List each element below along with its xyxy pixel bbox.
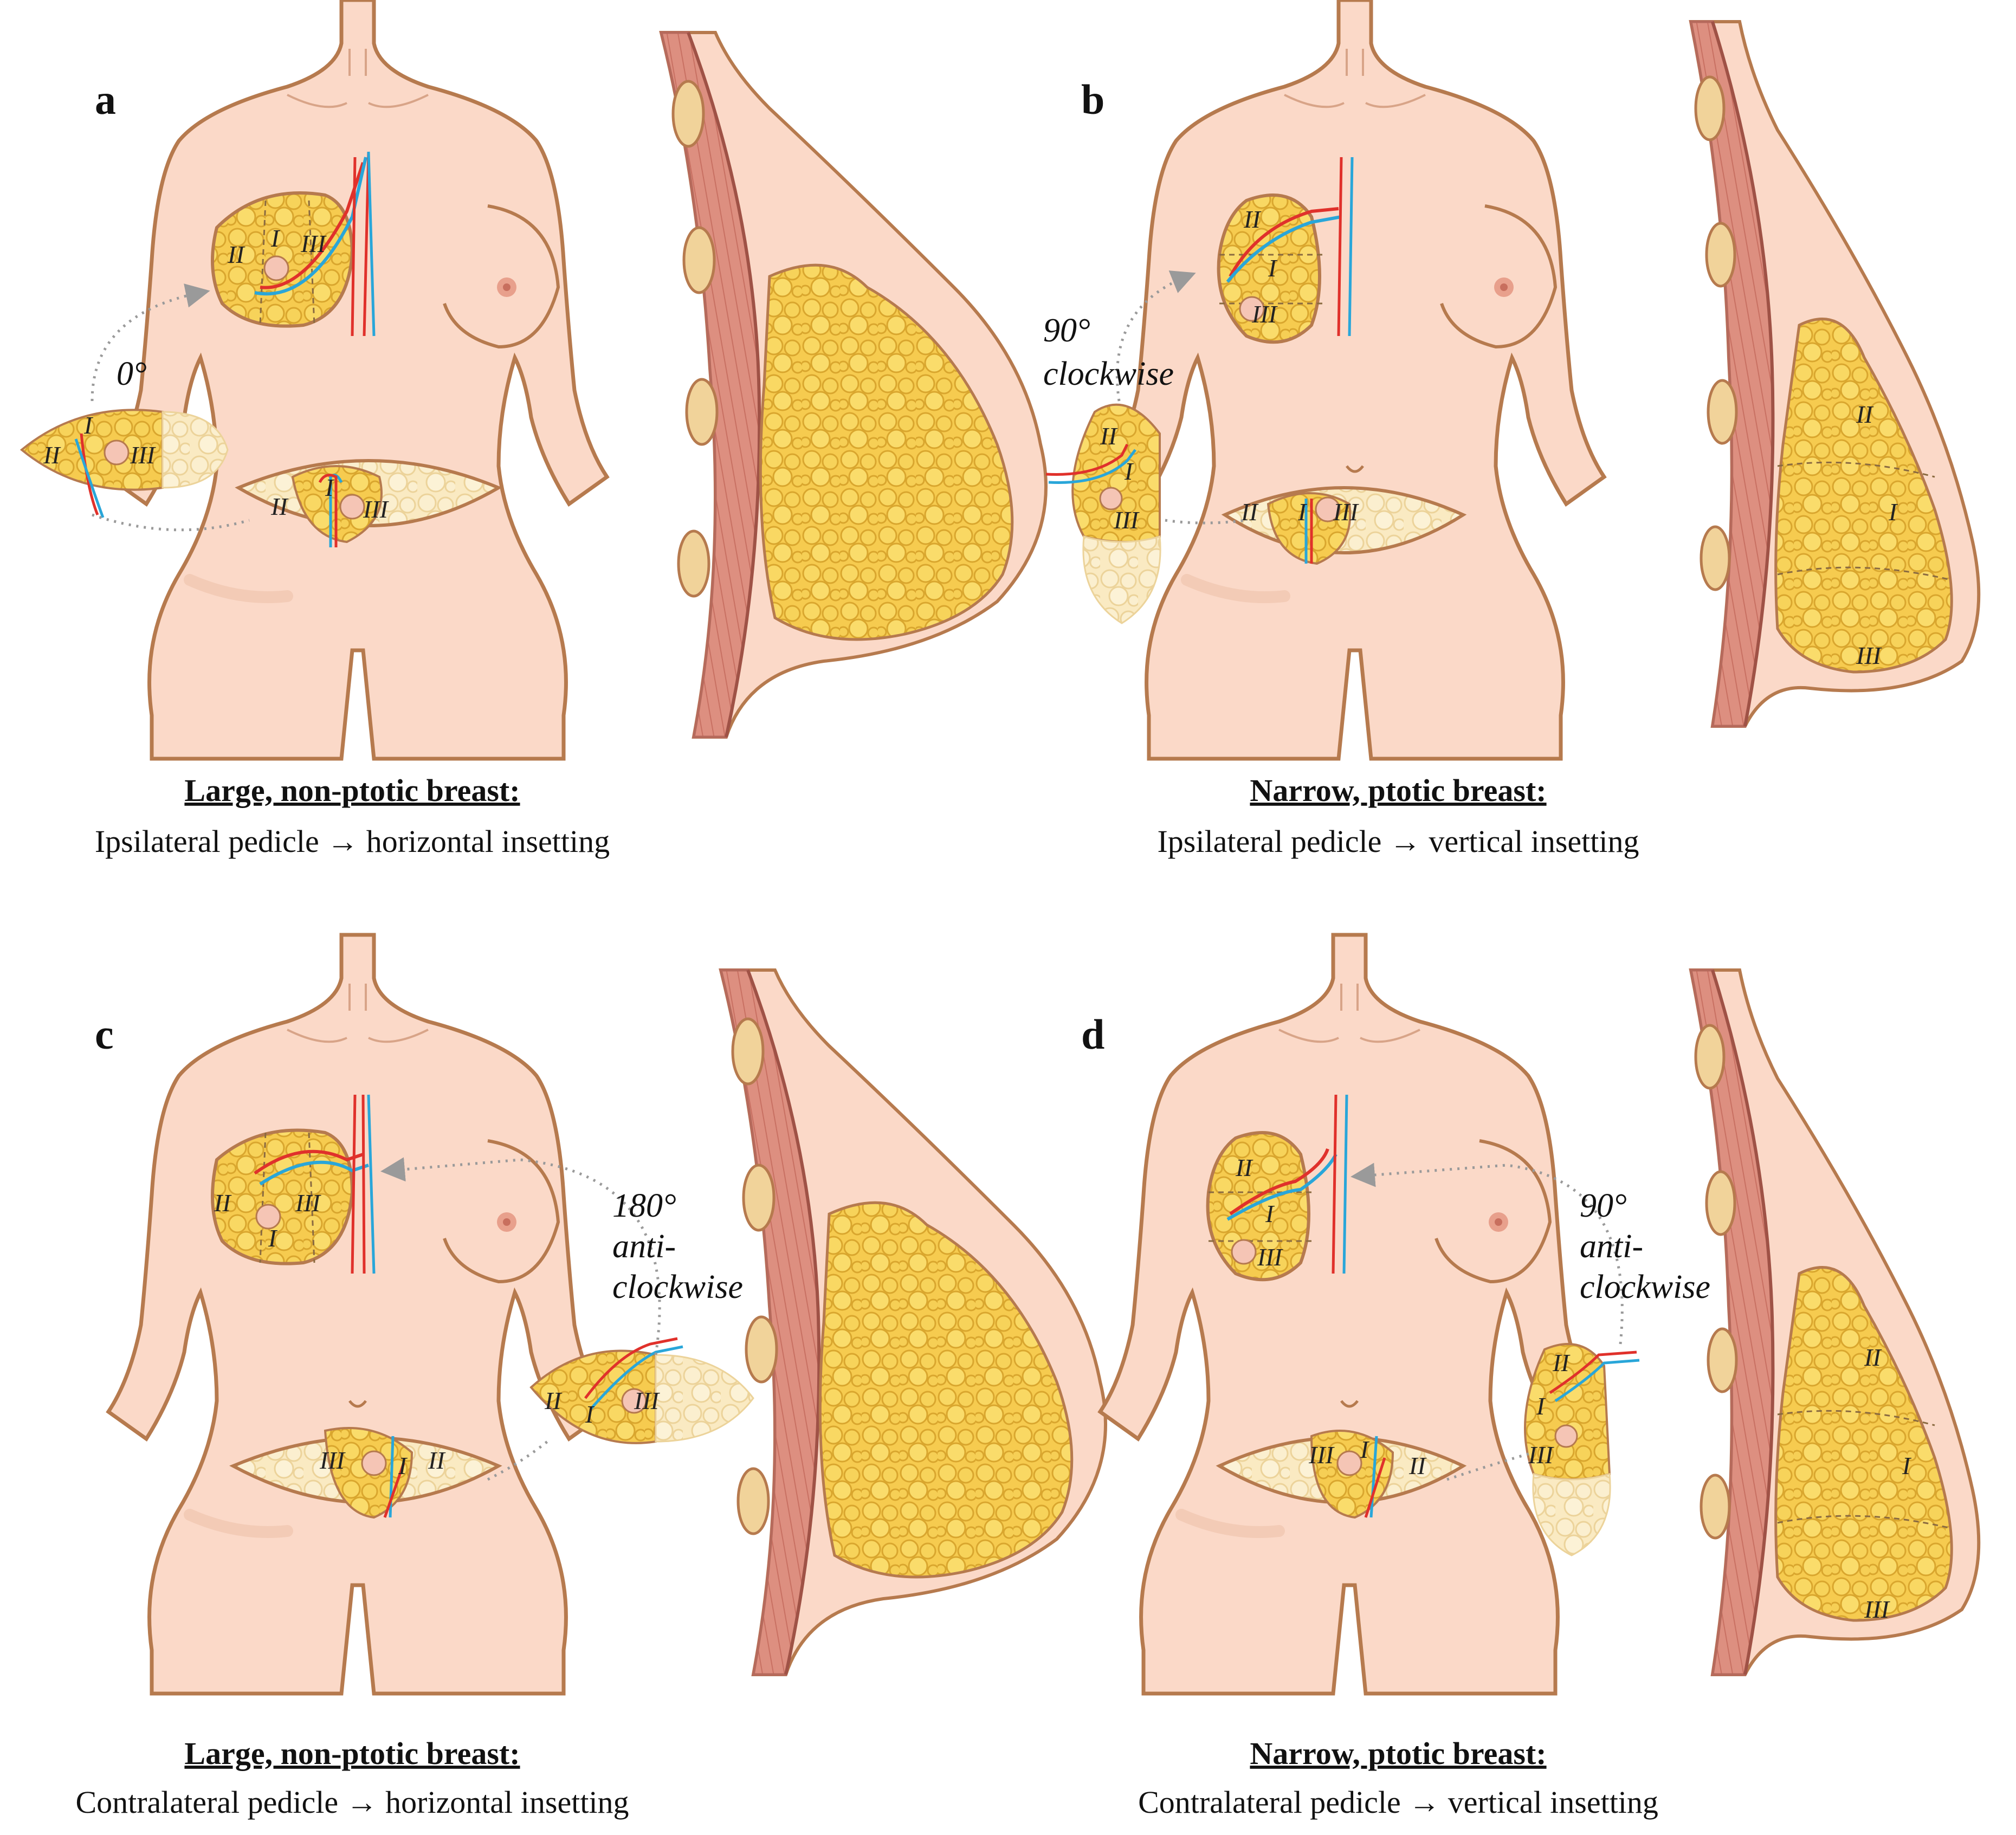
zone-label: III	[1308, 1441, 1335, 1469]
panel-b: b II I III II I III	[1043, 0, 1979, 859]
zone-label: II	[544, 1387, 563, 1414]
zone-label: I	[1124, 457, 1134, 485]
zone-label: I	[1268, 254, 1278, 282]
zone-label: I	[1297, 498, 1308, 526]
caption-text: Contralateral pedicle → vertical insetti…	[1138, 1785, 1658, 1820]
zone-label: III	[1856, 642, 1883, 669]
zone-label: III	[1528, 1441, 1555, 1469]
zone-label: III	[300, 230, 327, 257]
profile-view: II I III	[1691, 22, 1979, 726]
harvested-flap: II I III	[1524, 1343, 1640, 1556]
panel-letter: d	[1081, 1011, 1104, 1058]
rotation-label: clockwise	[612, 1269, 743, 1306]
zone-label: II	[270, 493, 289, 520]
rotation-label: clockwise	[1580, 1269, 1710, 1306]
zone-label: I	[1902, 1452, 1912, 1479]
zone-label: II	[1856, 400, 1874, 428]
rotation-label: clockwise	[1043, 356, 1174, 392]
abdominal-donor-site: III I II	[229, 1427, 502, 1519]
zone-label: III	[1251, 300, 1278, 328]
zone-label: II	[1235, 1154, 1253, 1181]
zone-label: III	[319, 1446, 346, 1474]
caption-text: Ipsilateral pedicle → vertical insetting	[1157, 824, 1639, 859]
panel-c: c II III I III I II	[75, 935, 1106, 1820]
panel-letter: b	[1081, 76, 1104, 123]
zone-label: II	[214, 1189, 232, 1217]
caption-text: Contralateral pedicle → horizontal inset…	[75, 1785, 629, 1820]
panel-letter: a	[95, 76, 116, 123]
rotation-label: 180°	[612, 1187, 676, 1224]
zone-label: I	[325, 474, 335, 501]
harvested-flap: II I III	[529, 1337, 754, 1444]
zone-label: II	[1100, 422, 1118, 450]
zone-label: II	[43, 441, 61, 469]
zone-label: I	[270, 224, 281, 252]
zone-label: III	[1333, 498, 1360, 526]
zone-label: III	[1113, 506, 1140, 534]
zone-label: I	[1888, 498, 1898, 526]
zone-label: III	[1257, 1243, 1284, 1271]
zone-label: I	[268, 1224, 278, 1252]
rotation-label: 0°	[117, 356, 147, 392]
harvested-flap: I II III	[20, 409, 229, 518]
vein	[254, 157, 367, 296]
panel-letter: c	[95, 1011, 114, 1058]
zone-label: III	[634, 1387, 661, 1414]
zone-label: II	[428, 1446, 446, 1474]
caption-title: Large, non-ptotic breast:	[184, 1736, 520, 1771]
zone-label: III	[130, 441, 157, 469]
rotation-label: 90°	[1043, 312, 1090, 349]
zone-label: II	[1240, 498, 1259, 526]
rotation-label: anti-	[1580, 1228, 1643, 1265]
caption-title: Narrow, ptotic breast:	[1250, 773, 1546, 808]
zone-label: II	[1243, 205, 1262, 233]
zone-label: I	[1360, 1436, 1370, 1463]
caption-title: Large, non-ptotic breast:	[184, 773, 520, 808]
abdominal-donor-site: I II III	[235, 459, 502, 547]
artery	[260, 162, 365, 289]
reconstructed-breast: I II III	[211, 157, 367, 328]
harvested-flap: II I III	[1045, 403, 1161, 624]
zone-label: I	[585, 1400, 595, 1428]
reconstructed-breast: II I III	[1206, 1131, 1337, 1282]
zone-label: II	[227, 241, 245, 268]
panel-d: d II I III III I II	[1081, 935, 1979, 1820]
zone-label: I	[83, 411, 94, 439]
abdominal-donor-site: III I II	[1216, 1430, 1467, 1519]
abdominal-donor-site: II I III	[1221, 486, 1467, 565]
caption-text: Ipsilateral pedicle → horizontal insetti…	[95, 824, 610, 859]
caption-title: Narrow, ptotic breast:	[1250, 1736, 1546, 1771]
zone-label: III	[295, 1189, 322, 1217]
zone-label: I	[398, 1452, 408, 1479]
reconstructed-breast: II I III	[1217, 193, 1342, 344]
zone-label: II	[1408, 1452, 1427, 1479]
zone-label: III	[363, 495, 390, 523]
zone-label: III	[1864, 1595, 1891, 1623]
rotation-label: 90°	[1580, 1187, 1627, 1224]
zone-label: II	[1552, 1349, 1571, 1377]
profile-view: II I III	[1691, 970, 1979, 1675]
reconstructed-breast: II III I	[211, 1128, 369, 1265]
panel-a: a I II III I II III	[20, 0, 1046, 859]
zone-label: I	[1265, 1200, 1275, 1227]
rotation-label: anti-	[612, 1228, 676, 1265]
zone-label: I	[1536, 1392, 1546, 1420]
zone-label: II	[1864, 1343, 1882, 1371]
